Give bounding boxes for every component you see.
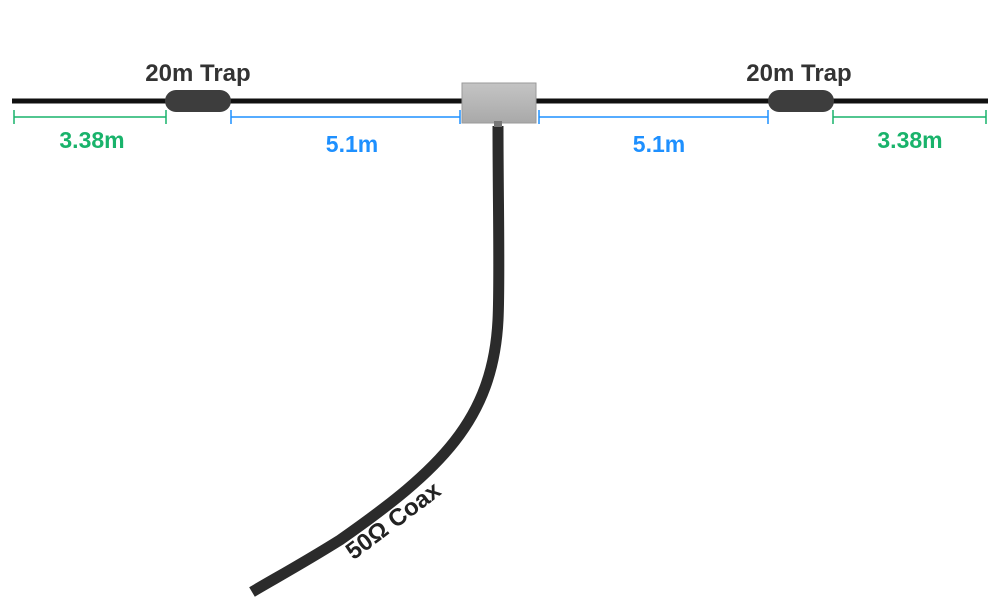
length-label-inner-right: 5.1m xyxy=(633,131,685,157)
trap-label-left: 20m Trap xyxy=(145,60,250,87)
length-label-outer-right: 3.38m xyxy=(877,127,942,153)
trap-left xyxy=(165,90,231,112)
dimension-inner-left xyxy=(230,110,461,124)
coax-label: 50Ω Coax xyxy=(341,476,447,565)
dimension-inner-right xyxy=(538,110,769,124)
feedpoint-connector xyxy=(494,121,502,127)
feedpoint-box xyxy=(461,82,537,124)
dimension-outer-right xyxy=(832,110,987,124)
length-label-outer-left: 3.38m xyxy=(59,127,124,153)
dimension-outer-left xyxy=(13,110,167,124)
coax-fade-end xyxy=(252,562,300,592)
length-label-inner-left: 5.1m xyxy=(326,131,378,157)
trap-label-right: 20m Trap xyxy=(746,60,851,87)
coax-cable xyxy=(249,125,505,597)
trap-right xyxy=(768,90,834,112)
